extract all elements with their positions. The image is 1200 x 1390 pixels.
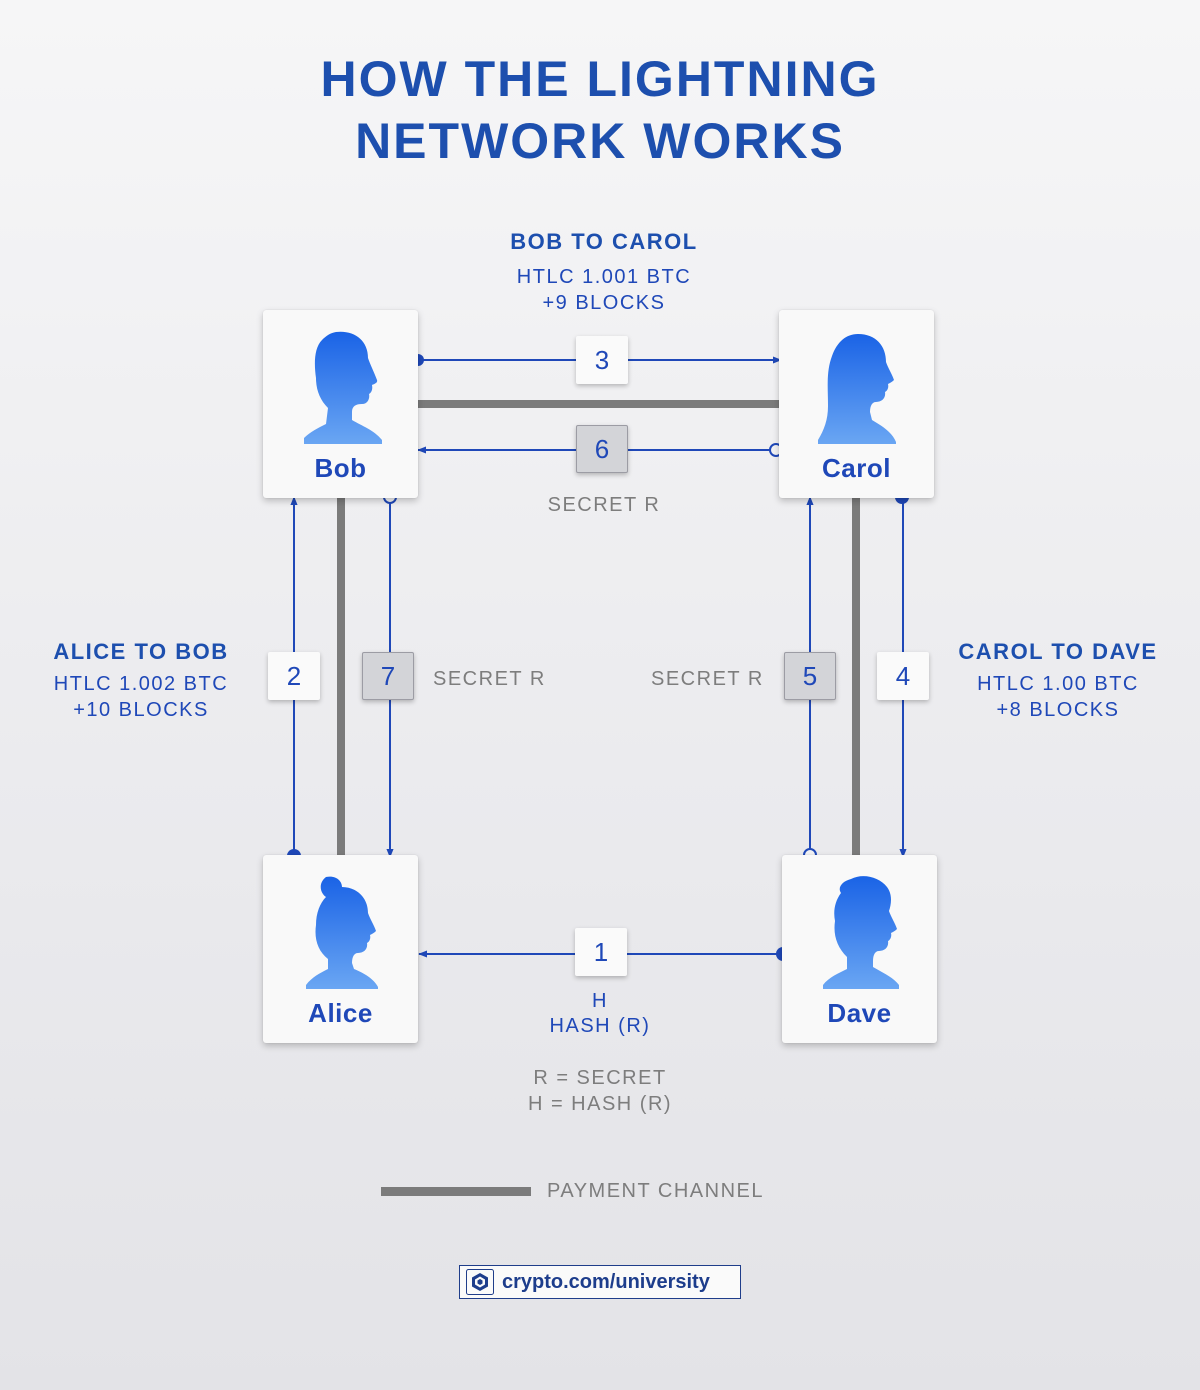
person-male-silhouette-icon <box>303 331 382 444</box>
step-7-badge: 7 <box>362 652 414 700</box>
hash-label-hash-r: HASH (R) <box>549 1015 651 1037</box>
footer-badge[interactable]: crypto.com/university <box>459 1265 741 1299</box>
legend-channel-swatch <box>381 1187 531 1196</box>
dave-avatar <box>782 873 937 995</box>
title-line-2: NETWORK WORKS <box>355 113 845 169</box>
step-4-badge: 4 <box>877 652 929 700</box>
bob-to-carol-htlc: HTLC 1.001 BTC <box>516 266 692 288</box>
carol-to-dave-blocks: +8 BLOCKS <box>996 699 1120 721</box>
node-bob: Bob <box>263 310 418 498</box>
node-dave-label: Dave <box>827 998 892 1028</box>
bob-to-carol-header: BOB TO CAROL <box>510 229 698 254</box>
node-alice: Alice <box>263 855 418 1043</box>
secret-label-top: SECRET R <box>547 494 661 516</box>
channel-bob-carol <box>416 400 780 408</box>
channel-alice-bob <box>337 496 345 856</box>
title-line-1: HOW THE LIGHTNING <box>320 51 880 107</box>
alice-to-bob-header: ALICE TO BOB <box>53 639 229 664</box>
page-title: HOW THE LIGHTNING NETWORK WORKS <box>0 48 1200 172</box>
carol-avatar <box>779 328 934 450</box>
step-6-badge: 6 <box>576 425 628 473</box>
node-alice-label: Alice <box>308 998 373 1028</box>
carol-to-dave-header: CAROL TO DAVE <box>958 639 1158 664</box>
secret-label-right: SECRET R <box>651 668 764 690</box>
crypto-com-logo-icon <box>466 1269 494 1295</box>
step-5-badge: 5 <box>784 652 836 700</box>
node-dave: Dave <box>782 855 937 1043</box>
bob-avatar <box>263 328 418 450</box>
bob-to-carol-blocks: +9 BLOCKS <box>542 292 666 314</box>
hash-label-h: H <box>592 990 608 1012</box>
secret-label-left: SECRET R <box>433 668 546 690</box>
carol-to-dave-htlc: HTLC 1.00 BTC <box>977 673 1139 695</box>
step-2-badge: 2 <box>268 652 320 700</box>
channel-carol-dave <box>852 496 860 856</box>
alice-to-bob-blocks: +10 BLOCKS <box>73 699 209 721</box>
person-female-silhouette-icon <box>817 334 896 444</box>
footer-url: crypto.com/university <box>502 1270 710 1293</box>
legend-channel-label: PAYMENT CHANNEL <box>547 1180 764 1202</box>
step-3-badge: 3 <box>576 336 628 384</box>
key-secret: R = SECRET <box>533 1067 667 1089</box>
alice-avatar <box>263 873 418 995</box>
node-bob-label: Bob <box>314 453 367 483</box>
node-carol-label: Carol <box>822 453 891 483</box>
person-female-silhouette-icon <box>305 876 378 989</box>
key-hash: H = HASH (R) <box>527 1093 673 1115</box>
node-carol: Carol <box>779 310 934 498</box>
person-male-silhouette-icon <box>822 876 899 989</box>
alice-to-bob-htlc: HTLC 1.002 BTC <box>53 673 229 695</box>
step-1-badge: 1 <box>575 928 627 976</box>
